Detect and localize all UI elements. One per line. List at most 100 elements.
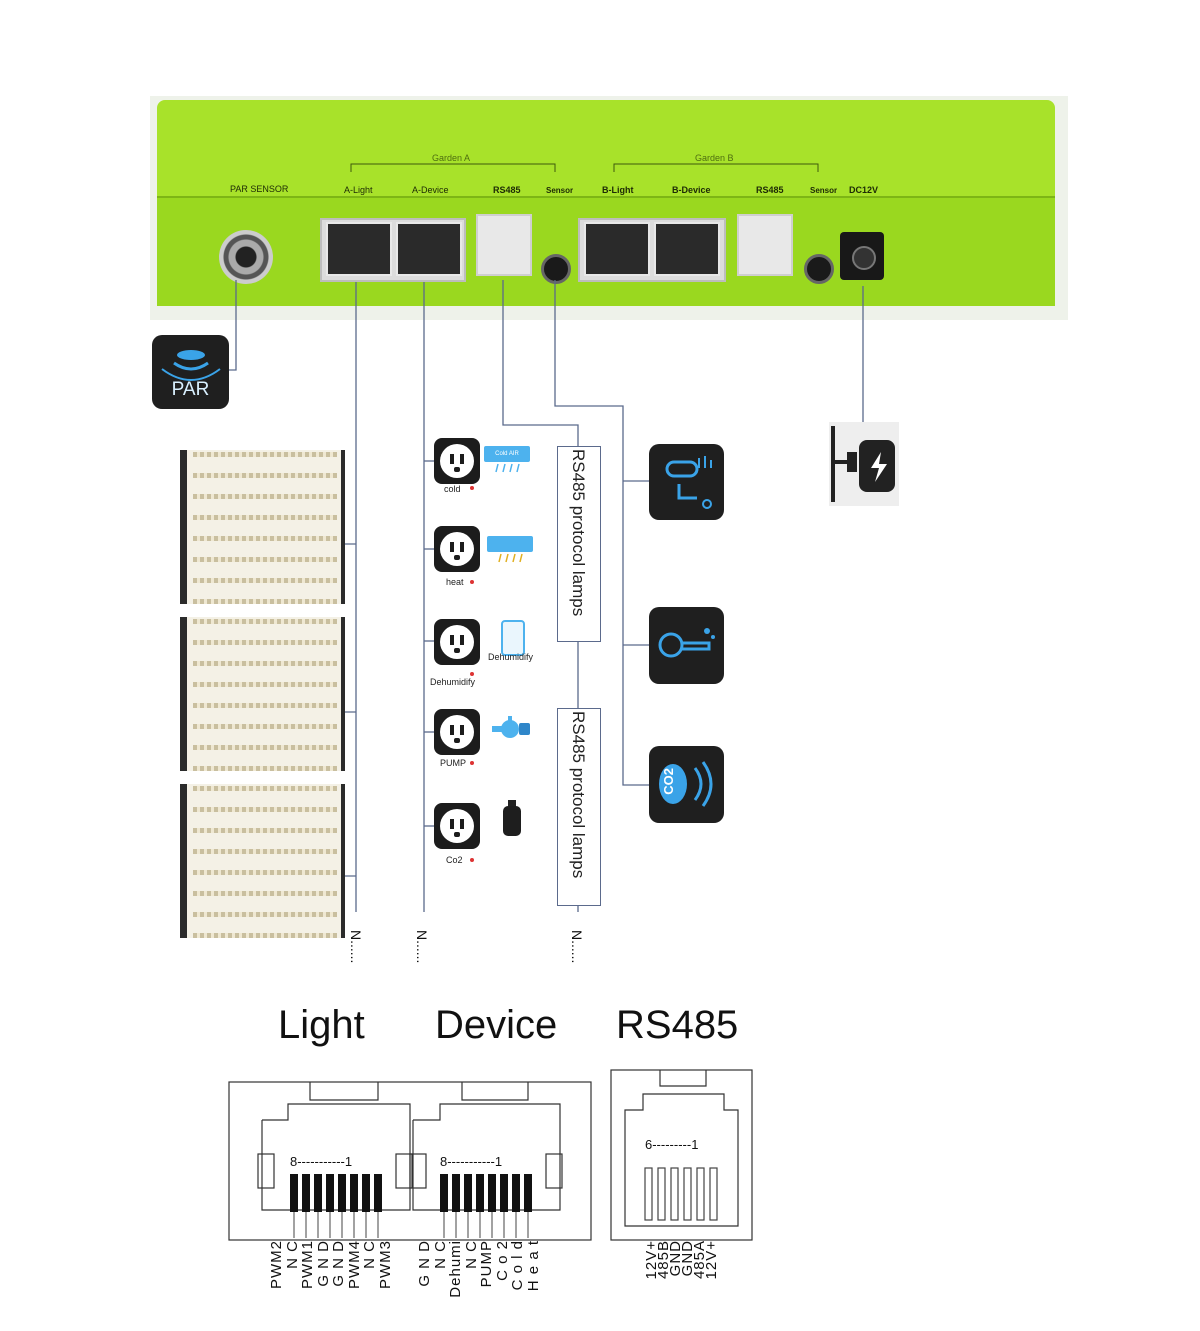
led-strip	[193, 912, 337, 917]
light-pinout-title: Light	[278, 1003, 365, 1047]
outlet-heat	[434, 526, 480, 572]
device-pin-label: Dehumi	[447, 1240, 464, 1298]
sensor-a-jack	[541, 254, 571, 284]
light-pin-range: 8-----------1	[290, 1154, 353, 1169]
led-strip	[193, 807, 337, 812]
led-strip	[193, 849, 337, 854]
led-strip	[193, 828, 337, 833]
light-pin-label: PWM1	[299, 1240, 316, 1289]
device-pump-label: PUMP	[440, 758, 467, 768]
power-adapter-icon	[829, 422, 899, 506]
led-strip	[193, 619, 337, 624]
light-pin-label: PWM3	[376, 1240, 394, 1289]
dehumidifier-icon	[501, 620, 525, 656]
garden-a-label: Garden A	[432, 153, 471, 163]
garden-b-label: Garden B	[695, 153, 734, 163]
a-light-port-label: A-Light	[344, 185, 373, 195]
rs485-lamps-label-2: RS485 protocol lamps	[569, 711, 588, 879]
rs485-pin-label: 12V+	[703, 1240, 720, 1280]
heater-icon	[487, 536, 533, 552]
led-strip	[193, 724, 337, 729]
par-icon-label: PAR	[171, 379, 210, 400]
wiring-lines	[229, 280, 864, 912]
led-strip	[193, 891, 337, 896]
a-light-port	[326, 222, 392, 276]
device-pinout-title: Device	[435, 1003, 558, 1047]
led-lamp-panel	[180, 784, 345, 938]
light-pin-label: N C	[361, 1240, 378, 1269]
par-sensor-icon: PAR	[152, 335, 229, 409]
led-strip	[193, 745, 337, 750]
dc12v-jack	[840, 232, 884, 280]
garden-brackets	[350, 163, 819, 172]
led-strip	[193, 766, 337, 771]
device-chain-end: N......	[414, 930, 430, 964]
rs485-a-port-label: RS485	[493, 185, 521, 195]
sensor-a-port-label: Sensor	[546, 186, 574, 195]
led-strip	[193, 933, 337, 938]
light-pin-label: G N D	[330, 1240, 347, 1287]
pump-icon	[492, 716, 530, 738]
a-device-port	[396, 222, 462, 276]
controller-top-panel	[157, 100, 1055, 198]
a-device-port-label: A-Device	[412, 185, 449, 195]
co2-sensor-label: CO2	[661, 768, 676, 795]
pinout-drawings	[228, 1069, 753, 1241]
outlet-pump	[434, 709, 480, 755]
led-strip	[193, 557, 337, 562]
air-conditioner-icon: Cold AIR	[484, 446, 530, 462]
co2-sensor-icon: CO2	[649, 746, 724, 823]
led-strip	[193, 786, 337, 791]
device-dehumidify-label: Dehumidify	[430, 677, 476, 687]
rs485-pin-range: 6---------1	[645, 1137, 699, 1152]
rs485-chain-end: N......	[569, 930, 585, 964]
led-strip	[193, 494, 337, 499]
device-pin-label: C o l d	[509, 1240, 526, 1291]
device-pin-range: 8-----------1	[440, 1154, 503, 1169]
led-strip	[193, 515, 337, 520]
device-pin-label: G N D	[416, 1240, 433, 1287]
par-sensor-port-label: PAR SENSOR	[230, 184, 289, 194]
sensor-b-port-label: Sensor	[810, 186, 838, 195]
dc12v-port-label: DC12V	[849, 185, 879, 195]
cold-air-flow-icon	[495, 463, 520, 473]
device-co2-dot	[470, 858, 474, 862]
rs485-b-port	[737, 214, 793, 276]
b-device-port-label: B-Device	[672, 185, 711, 195]
device-dehumidify-dot	[470, 672, 474, 676]
led-strip	[193, 870, 337, 875]
rs485-pinout-title: RS485	[616, 1003, 739, 1047]
led-strip	[193, 703, 337, 708]
led-strip	[193, 452, 337, 457]
device-pin-label: PUMP	[478, 1240, 495, 1288]
outlet-co2	[434, 803, 480, 849]
heat-flow-icon	[498, 553, 523, 563]
led-strip	[193, 682, 337, 687]
device-heat-dot	[470, 580, 474, 584]
rs485-lamps-label-1: RS485 protocol lamps	[569, 449, 588, 617]
b-device-port	[654, 222, 720, 276]
temperature-humidity-icon	[649, 444, 724, 520]
dehumidify-appliance-label: Dehumidify	[488, 652, 534, 662]
led-strip	[193, 473, 337, 478]
led-strip	[193, 578, 337, 583]
led-lamp-panel	[180, 617, 345, 771]
b-light-port-label: B-Light	[602, 185, 634, 195]
device-pin-label: H e a t	[524, 1240, 542, 1292]
device-cold-label: cold	[444, 484, 461, 494]
device-cold-dot	[470, 486, 474, 490]
co2-tank-icon	[503, 800, 521, 836]
cold-air-label: Cold AIR	[495, 451, 519, 457]
light-chain-end: N......	[348, 930, 364, 964]
led-strip	[193, 661, 337, 666]
device-heat-label: heat	[446, 577, 464, 587]
rs485-lamps-box-2: RS485 protocol lamps	[557, 708, 601, 906]
led-strip	[193, 599, 337, 604]
led-strip	[193, 536, 337, 541]
par-sensor-connector	[219, 230, 273, 284]
device-co2-label: Co2	[446, 855, 463, 865]
led-strip	[193, 640, 337, 645]
led-lamp-panel	[180, 450, 345, 604]
device-pump-dot	[470, 761, 474, 765]
soil-sensor-icon	[649, 607, 724, 684]
